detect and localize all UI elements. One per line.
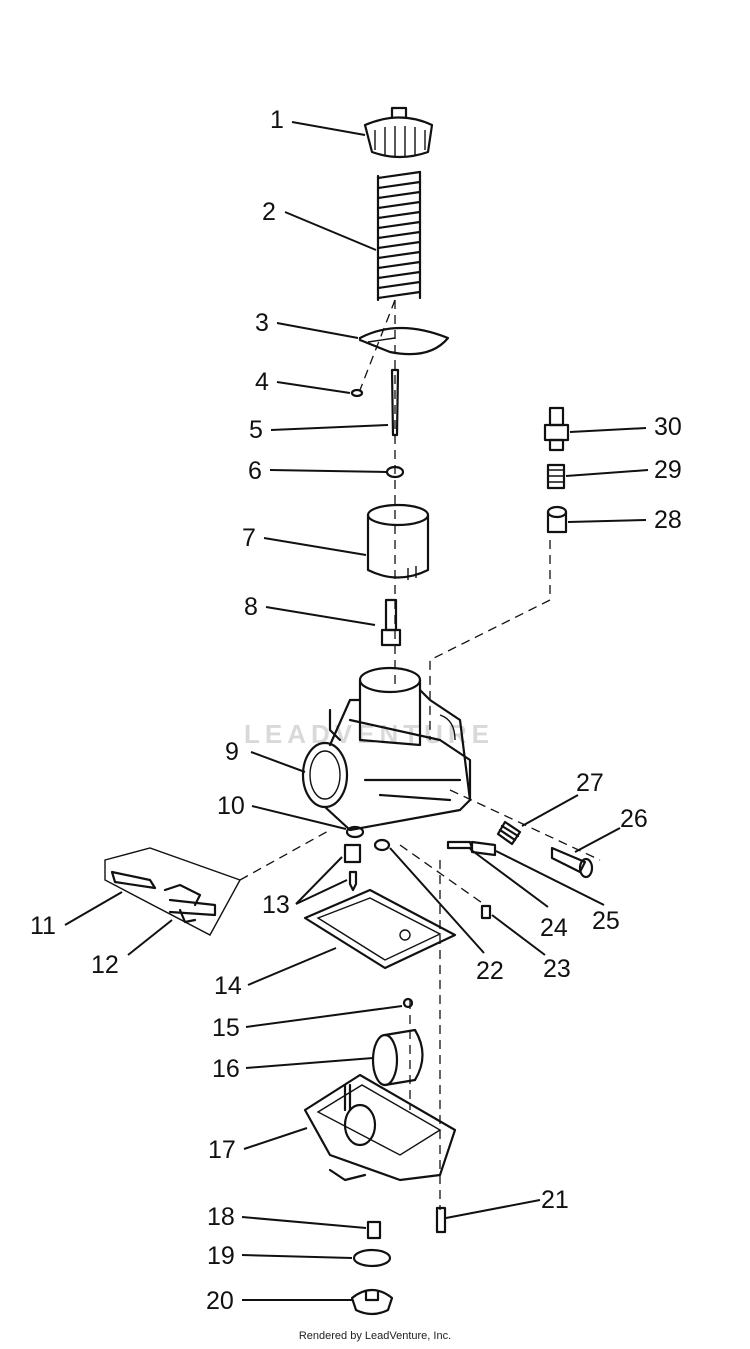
part-11-float-arm bbox=[104, 847, 242, 936]
callout-5: 5 bbox=[249, 416, 263, 444]
part-14-gasket bbox=[303, 888, 457, 970]
part-5-jet-needle bbox=[390, 368, 400, 437]
callout-10: 10 bbox=[217, 792, 245, 820]
part-29-spring bbox=[546, 463, 566, 490]
needle-axis-line bbox=[359, 299, 396, 391]
part-4-clip bbox=[350, 388, 364, 398]
callout-2: 2 bbox=[262, 198, 276, 226]
callout-7: 7 bbox=[242, 524, 256, 552]
leader-lines bbox=[64, 121, 649, 1301]
part-8-needle-jet bbox=[380, 598, 402, 647]
callout-4: 4 bbox=[255, 368, 269, 396]
callout-18: 18 bbox=[207, 1203, 235, 1231]
callout-16: 16 bbox=[212, 1055, 240, 1083]
float-arm-link-line bbox=[239, 829, 331, 881]
callout-15: 15 bbox=[212, 1014, 240, 1042]
part-21-drain-screw bbox=[435, 1206, 447, 1234]
part-24-air-screw bbox=[446, 840, 497, 857]
part-28-plunger bbox=[546, 505, 568, 534]
callout-9: 9 bbox=[225, 738, 239, 766]
callout-8: 8 bbox=[244, 593, 258, 621]
part-9-carburetor-body bbox=[301, 666, 472, 832]
callout-26: 26 bbox=[620, 805, 648, 833]
part-2-spring bbox=[376, 170, 422, 302]
footer-credit: Rendered by LeadVenture, Inc. bbox=[298, 1330, 452, 1342]
part-3-retainer-plate bbox=[358, 326, 450, 356]
callout-3: 3 bbox=[255, 309, 269, 337]
callout-1: 1 bbox=[270, 106, 284, 134]
part-10-fitting bbox=[345, 825, 365, 839]
callout-24: 24 bbox=[540, 914, 568, 942]
part-20-drain-plug bbox=[350, 1288, 394, 1316]
part-22-washer bbox=[373, 838, 391, 852]
callout-17: 17 bbox=[208, 1136, 236, 1164]
part-7-throttle-valve bbox=[366, 503, 430, 580]
callout-14: 14 bbox=[214, 972, 242, 1000]
part-26-idle-screw bbox=[550, 846, 594, 879]
callout-25: 25 bbox=[592, 907, 620, 935]
callout-30: 30 bbox=[654, 413, 682, 441]
callout-20: 20 bbox=[206, 1287, 234, 1315]
part-18-main-jet bbox=[366, 1220, 382, 1240]
callout-22: 22 bbox=[476, 957, 504, 985]
callout-27: 27 bbox=[576, 769, 604, 797]
callout-12: 12 bbox=[91, 951, 119, 979]
part-23-screw bbox=[480, 904, 492, 920]
callout-29: 29 bbox=[654, 456, 682, 484]
part-13-needle-valve bbox=[343, 843, 362, 892]
part-1-cap bbox=[363, 106, 434, 159]
drain-axis-line bbox=[399, 844, 486, 906]
callout-13: 13 bbox=[262, 891, 290, 919]
callout-6: 6 bbox=[248, 457, 262, 485]
part-19-o-ring bbox=[352, 1248, 392, 1268]
callout-19: 19 bbox=[207, 1242, 235, 1270]
part-30-cap-nut bbox=[543, 406, 570, 452]
part-6-washer bbox=[385, 465, 405, 479]
callout-21: 21 bbox=[541, 1186, 569, 1214]
part-15-ball bbox=[402, 997, 414, 1009]
pilot-screw-axis-line bbox=[429, 540, 551, 740]
part-27-spring bbox=[496, 820, 522, 846]
part-17-float-bowl bbox=[303, 1073, 457, 1182]
callout-11: 11 bbox=[30, 912, 56, 940]
callout-23: 23 bbox=[543, 955, 571, 983]
part-16-float bbox=[371, 1028, 424, 1087]
callout-28: 28 bbox=[654, 506, 682, 534]
